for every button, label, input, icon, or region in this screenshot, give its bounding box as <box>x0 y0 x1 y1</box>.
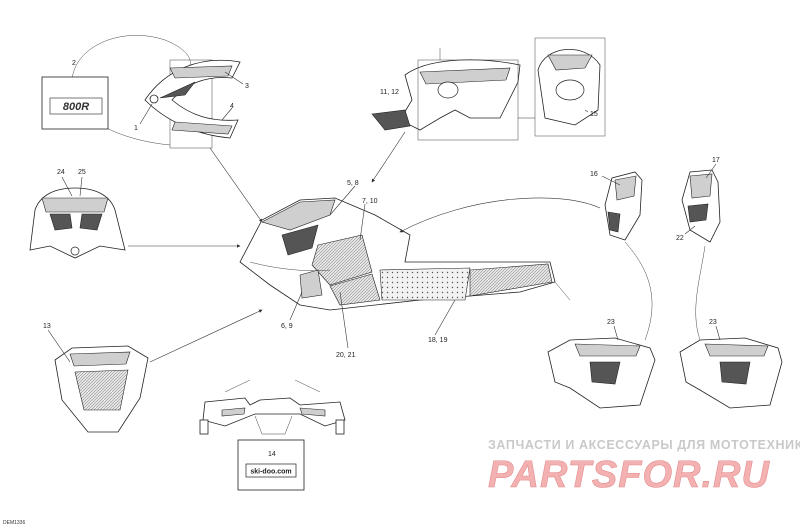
hood-decal-outline <box>144 59 241 139</box>
label-4: 4 <box>230 103 234 110</box>
label-23a: 23 <box>607 319 615 326</box>
label-14: 14 <box>268 451 276 458</box>
front-headlight-panel <box>29 176 126 259</box>
decal-2-badge: 800R <box>49 97 103 115</box>
ski-doo-logo-badge <box>245 463 297 478</box>
ski-doo-logo-text: ski-doo.com <box>250 469 291 476</box>
label-11-12: 11, 12 <box>380 89 399 96</box>
label-2: 2 <box>72 60 76 67</box>
belly-pan-left <box>547 325 656 409</box>
console-zoom-frame <box>534 37 606 137</box>
label-25: 25 <box>78 169 86 176</box>
belly-pan-right <box>679 325 783 409</box>
label-22: 22 <box>676 235 684 242</box>
watermark-tagline: ЗАПЧАСТИ И АКСЕССУАРЫ ДЛЯ МОТОТЕХНИКИ <box>488 438 800 452</box>
console-detail-frame <box>417 59 519 141</box>
label-17: 17 <box>712 157 720 164</box>
label-7-10: 7, 10 <box>362 198 378 205</box>
label-16: 16 <box>590 171 598 178</box>
front-arms <box>199 379 346 435</box>
label-24: 24 <box>57 169 65 176</box>
diagram-code: DEM1336 <box>3 520 25 526</box>
label-23b: 23 <box>709 319 717 326</box>
snowmobile-body <box>239 185 571 349</box>
label-13: 13 <box>43 323 51 330</box>
label-6-9: 6, 9 <box>281 323 293 330</box>
hood-logo-dot <box>149 94 159 104</box>
label-20-21: 20, 21 <box>336 352 356 359</box>
label-3: 3 <box>245 83 249 90</box>
label-18-19: 18, 19 <box>428 337 448 344</box>
model-badge-text: 800R <box>63 101 89 113</box>
console-group <box>371 37 606 141</box>
side-panel-17 <box>681 163 721 243</box>
hood-decal-group: 800R <box>41 35 244 149</box>
label-1: 1 <box>134 125 138 132</box>
front-bumper <box>47 329 149 433</box>
label-5-8: 5, 8 <box>347 180 359 187</box>
side-panel-16 <box>601 171 643 241</box>
watermark-brand: PARTSFOR.RU <box>488 454 770 496</box>
label-15: 15 <box>590 111 598 118</box>
